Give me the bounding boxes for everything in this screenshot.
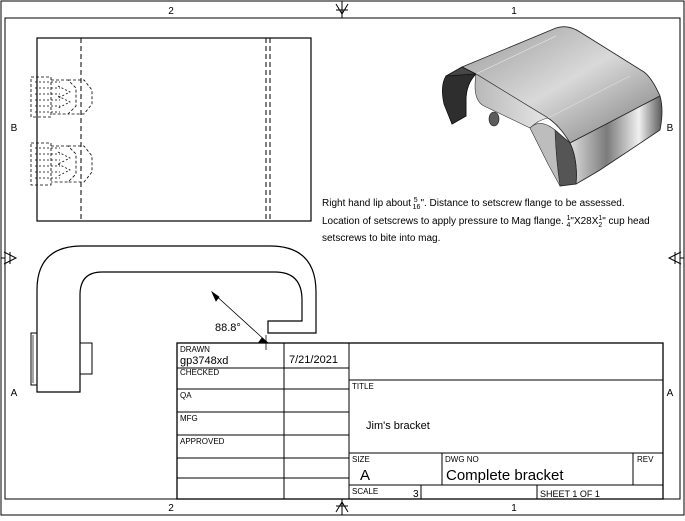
center-mark-bottom [335,501,349,513]
zone-label-bottom-1: 1 [511,503,517,514]
note-line-2: Location of setscrews to apply pressure … [322,215,650,229]
center-mark-right [667,251,682,265]
scale-value: 3 [413,489,419,500]
center-mark-top [335,3,349,15]
setscrew-hole-icon [488,111,500,127]
drawn-label: DRAWN [180,345,210,354]
size-label: SIZE [352,455,370,464]
sheet-label: SHEET 1 OF 1 [540,489,600,499]
zone-label-top-1: 1 [511,6,517,17]
note-line-3: setscrews to bite into mag. [322,233,440,244]
title-label: TITLE [352,382,374,391]
zone-labels: 2 1 2 1 B A B A [11,6,674,514]
center-mark-left [3,251,18,265]
qa-label: QA [180,391,192,400]
zone-label-left-b: B [11,123,18,134]
checked-label: CHECKED [180,368,219,377]
angle-label: 88.8° [215,322,241,334]
title-value: Jim's bracket [366,420,430,432]
top-view [30,37,312,222]
rev-label: REV [637,455,654,464]
setscrew-hidden-lower [30,142,93,186]
dwgno-label: DWG NO [445,455,479,464]
drawn-date: 7/21/2021 [289,354,338,366]
zone-label-right-a: A [667,388,674,399]
title-block-values: gp3748xd 7/21/2021 Jim's bracket A Compl… [180,354,564,500]
setscrew-hidden-upper [30,76,93,118]
scale-label: SCALE [352,487,378,496]
zone-label-bottom-2: 2 [168,503,174,514]
zone-label-right-b: B [667,123,674,134]
title-block-labels: DRAWN CHECKED QA MFG APPROVED TITLE SIZE… [180,345,654,499]
size-value: A [360,467,370,484]
zone-label-left-a: A [11,388,18,399]
side-profile-view [30,245,317,393]
dwgno-value: Complete bracket [446,467,564,484]
isometric-view [442,26,663,187]
zone-label-top-2: 2 [168,6,174,17]
mfg-label: MFG [180,414,198,423]
drawn-by: gp3748xd [180,355,228,367]
angle-dimension [211,290,270,350]
approved-label: APPROVED [180,437,225,446]
title-block [176,342,664,500]
